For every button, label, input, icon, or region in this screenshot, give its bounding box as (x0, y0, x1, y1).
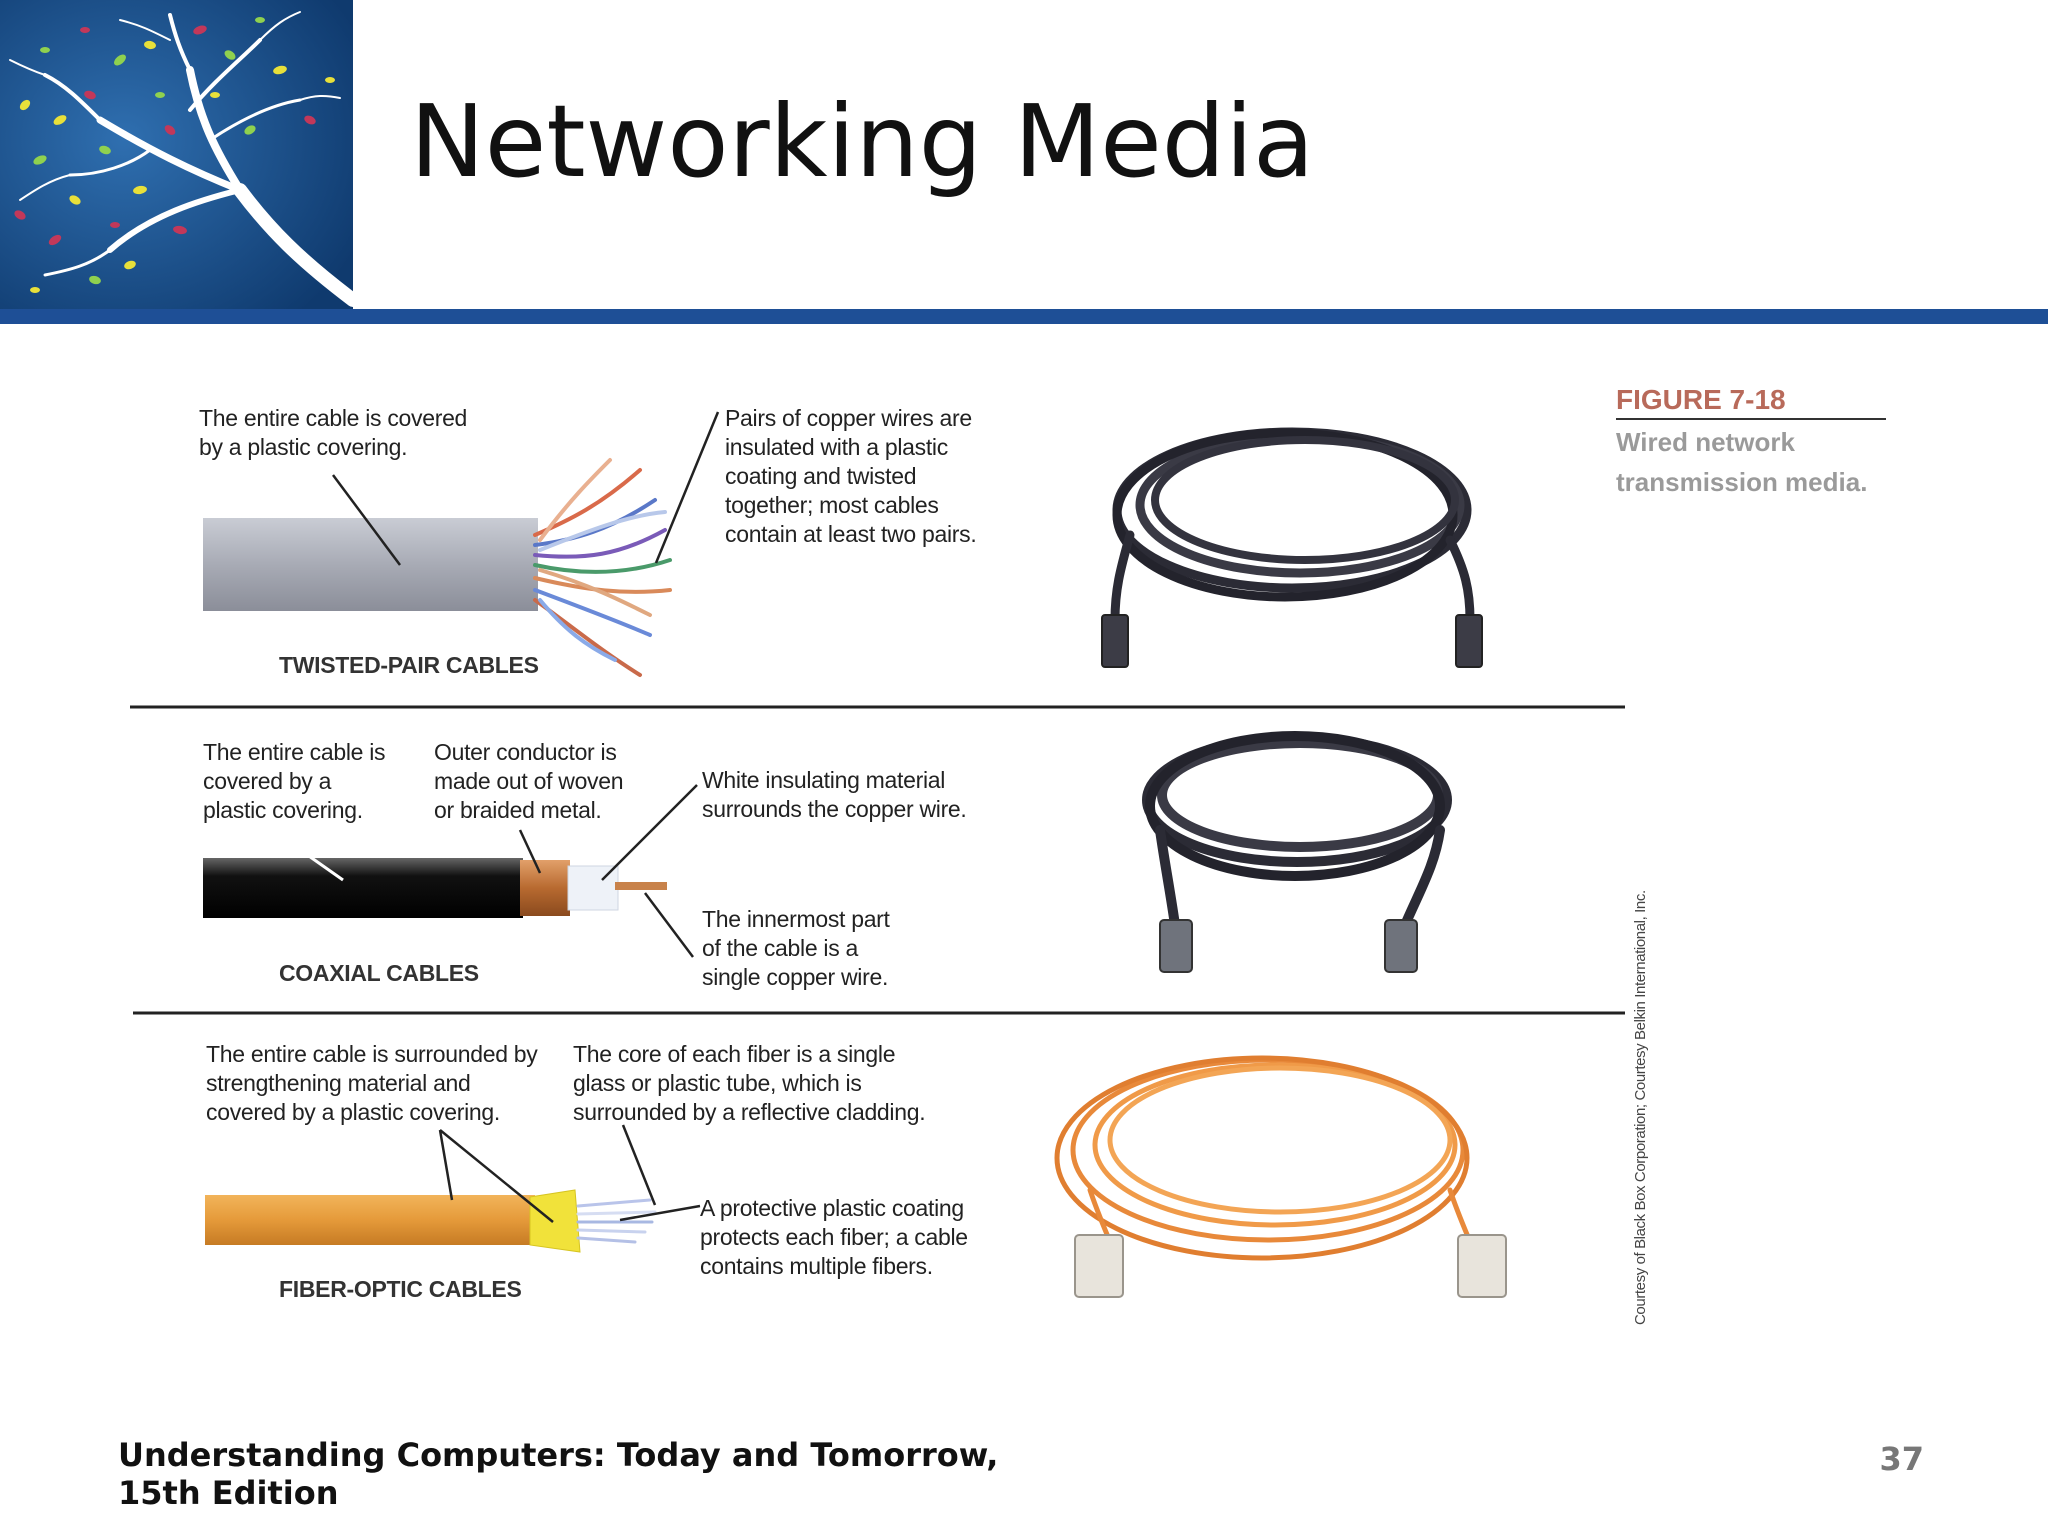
header-bar (0, 309, 2048, 324)
tree-logo (0, 0, 353, 310)
fiber-optic-cable-photo (1054, 1055, 1507, 1298)
page-number: 37 (1879, 1440, 1924, 1478)
fiber-optic-illustration (205, 1124, 701, 1253)
fiber-note-core: The core of each fiber is a single glass… (573, 1041, 926, 1125)
coaxial-illustration (203, 784, 698, 958)
coaxial-note-covering: The entire cable is covered by a plastic… (203, 739, 386, 823)
twisted-pair-label: TWISTED-PAIR CABLES (279, 652, 539, 678)
twisted-pair-cable-photo (1101, 427, 1483, 668)
coaxial-note-insulation: White insulating material surrounds the … (702, 767, 967, 822)
coaxial-note-outer-conductor: Outer conductor is made out of woven or … (434, 739, 624, 823)
footer-book-title: Understanding Computers: Today and Tomor… (118, 1436, 999, 1512)
twisted-pair-note-covering: The entire cable is covered by a plastic… (199, 405, 468, 460)
fiber-note-coating: A protective plastic coating protects ea… (700, 1195, 968, 1279)
photo-credit-text: Courtesy of Black Box Corporation; Court… (1632, 890, 1649, 1325)
coaxial-note-copper-wire: The innermost part of the cable is a sin… (702, 906, 890, 990)
coaxial-cable-photo (1142, 731, 1452, 973)
photo-credit: Courtesy of Black Box Corporation; Court… (1632, 875, 1656, 1325)
twisted-pair-note-copper-pairs: Pairs of copper wires are insulated with… (725, 405, 977, 547)
figure-label-rule (1616, 418, 1886, 420)
figure-label: FIGURE 7-18 (1616, 384, 1786, 415)
figure-caption: Wired network transmission media. (1616, 427, 1868, 497)
twisted-pair-illustration (203, 411, 720, 677)
coaxial-label: COAXIAL CABLES (279, 960, 479, 986)
fiber-note-strengthening: The entire cable is surrounded by streng… (206, 1041, 538, 1125)
fiber-optic-label: FIBER-OPTIC CABLES (279, 1276, 522, 1302)
slide-title: Networking Media (410, 83, 1315, 200)
